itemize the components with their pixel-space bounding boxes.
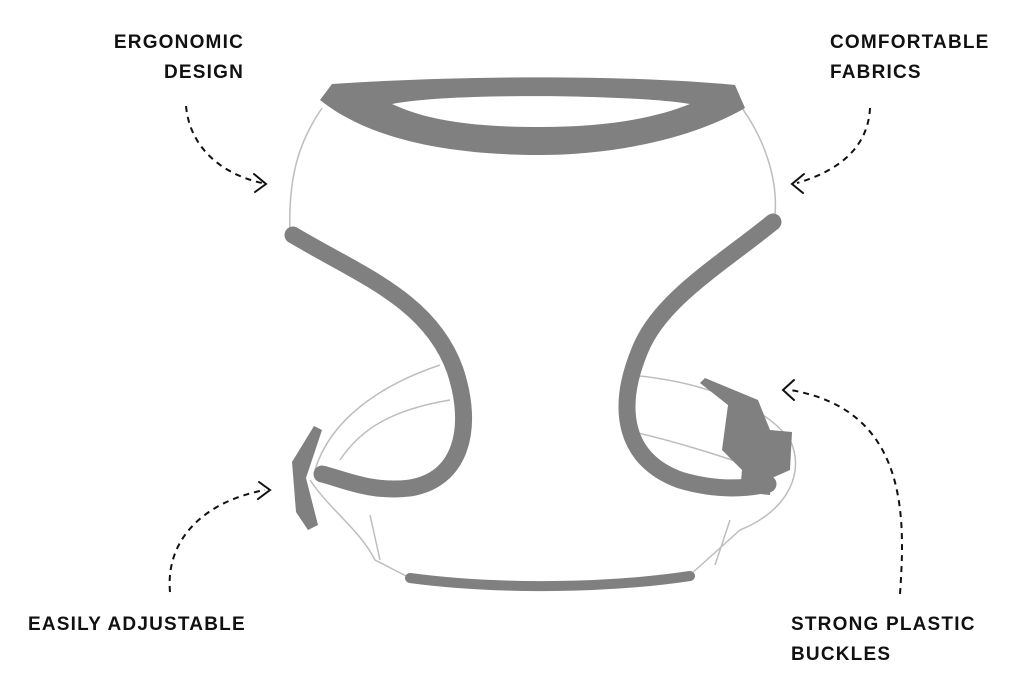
left-buckle (292, 426, 322, 530)
right-buckle (700, 378, 792, 495)
label-line: BUCKLES (791, 644, 892, 665)
label-strong-plastic-buckles: STRONG PLASTIC BUCKLES (791, 610, 976, 670)
harness-outline (289, 107, 797, 579)
left-strap (284, 226, 473, 498)
arrow-adjustable (168, 489, 266, 593)
label-easily-adjustable: EASILY ADJUSTABLE (28, 610, 246, 640)
label-ergonomic-design: ERGONOMIC DESIGN (114, 28, 244, 88)
right-strap (618, 213, 782, 497)
buckles (292, 378, 792, 530)
body-straps (284, 213, 782, 592)
label-line: DESIGN (163, 62, 244, 83)
arrow-ergonomic (185, 105, 263, 184)
label-line: FABRICS (830, 62, 922, 83)
label-line: EASILY ADJUSTABLE (28, 614, 246, 635)
label-line: ERGONOMIC (113, 32, 244, 53)
bottom-band (405, 571, 695, 592)
label-line: COMFORTABLE (830, 32, 990, 53)
arrow-buckles (789, 389, 903, 595)
label-comfortable-fabrics: COMFORTABLE FABRICS (830, 28, 990, 88)
arrow-comfortable (796, 107, 871, 184)
harness-straps (320, 77, 745, 155)
arrowheads (253, 173, 805, 500)
arrows (168, 105, 903, 595)
label-line: STRONG PLASTIC (791, 614, 976, 635)
neck-band (320, 77, 745, 155)
